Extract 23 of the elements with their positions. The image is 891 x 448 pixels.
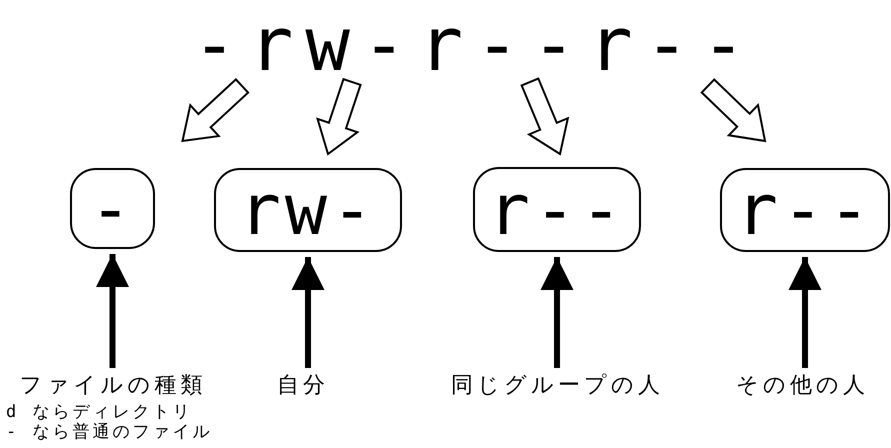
arrow: [292, 257, 324, 368]
caption-label: 自分: [277, 372, 329, 400]
permission-box: [473, 167, 641, 252]
permission-box: [720, 168, 890, 252]
hollow-arrow: [316, 78, 362, 156]
caption-label: ファイルの種類: [20, 372, 206, 400]
arrow: [788, 257, 822, 368]
caption-label: 同じグループの人: [451, 372, 664, 400]
hollow-arrow: [700, 78, 766, 142]
permission-box: [70, 168, 155, 249]
hollow-arrow: [181, 78, 250, 142]
arrow: [96, 254, 129, 368]
note-text: - なら普通のファイル: [6, 422, 212, 442]
permission-box: [214, 168, 402, 252]
hollow-arrow: [520, 77, 570, 156]
permission-string: -rw-r--r--: [192, 8, 758, 82]
permission-text: r--: [736, 175, 874, 245]
note-text: d ならディレクトリ: [6, 402, 192, 422]
permission-text: r--: [488, 174, 626, 244]
arrow: [540, 257, 574, 368]
permission-text: -: [89, 174, 136, 244]
caption-label: その他の人: [736, 372, 869, 400]
permission-text: rw-: [238, 175, 378, 245]
